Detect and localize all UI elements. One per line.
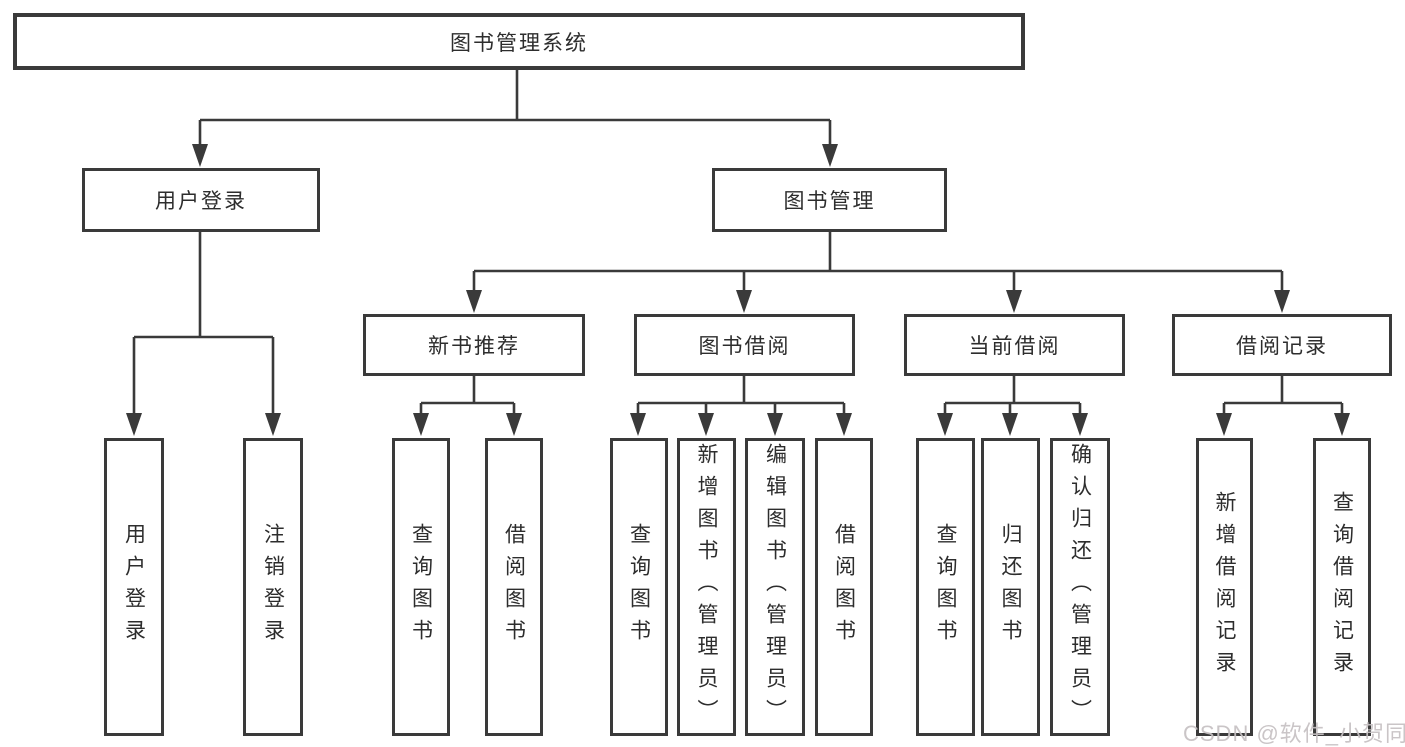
arrowhead [1002, 413, 1018, 436]
leaf-return-book: 归还图书 [981, 438, 1040, 736]
leaf-query-books-2: 查询图书 [610, 438, 668, 736]
arrowhead [698, 413, 714, 436]
leaf-confirm-return-admin: 确认归还（管理员） [1050, 438, 1110, 736]
arrowhead [466, 290, 482, 313]
leaf-query-books-3: 查询图书 [916, 438, 975, 736]
leaf-query-books-1: 查询图书 [392, 438, 450, 736]
node-label: 确认归还（管理员） [1068, 443, 1092, 731]
node-current-borrowing: 当前借阅 [904, 314, 1125, 376]
node-book-management-branch: 图书管理 [712, 168, 947, 232]
arrowhead [265, 413, 281, 436]
node-label: 查询借阅记录 [1330, 491, 1354, 683]
node-label: 借阅图书 [502, 523, 526, 651]
leaf-logout: 注销登录 [243, 438, 303, 736]
leaf-add-borrow-record: 新增借阅记录 [1196, 438, 1253, 736]
node-label: 借阅图书 [832, 523, 856, 651]
node-system-root: 图书管理系统 [13, 13, 1025, 70]
arrowhead [1072, 413, 1088, 436]
leaf-borrow-books-1: 借阅图书 [485, 438, 543, 736]
node-new-book-recommend: 新书推荐 [363, 314, 585, 376]
node-label: 查询图书 [627, 523, 651, 651]
arrowhead [736, 290, 752, 313]
arrowhead [506, 413, 522, 436]
arrowhead [126, 413, 142, 436]
arrowhead [1216, 413, 1232, 436]
node-label: 图书管理 [783, 190, 876, 213]
node-label: 新书推荐 [428, 335, 520, 358]
arrowhead [822, 144, 838, 167]
node-label: 用户登录 [155, 190, 247, 213]
csdn-watermark: CSDN @软件_小贺同学 [1183, 721, 1405, 746]
leaf-query-borrow-record: 查询借阅记录 [1313, 438, 1371, 736]
arrowhead [192, 144, 208, 167]
node-label: 归还图书 [999, 523, 1022, 651]
leaf-add-book-admin: 新增图书（管理员） [677, 438, 736, 736]
arrowhead [1006, 290, 1022, 313]
arrowhead [630, 413, 646, 436]
arrowhead [937, 413, 953, 436]
node-label: 编辑图书（管理员） [763, 443, 787, 731]
node-label: 当前借阅 [968, 335, 1061, 358]
leaf-user-login: 用户登录 [104, 438, 164, 736]
node-label: 查询图书 [409, 523, 433, 651]
node-label: 注销登录 [261, 523, 285, 651]
arrowhead [767, 413, 783, 436]
node-book-borrowing: 图书借阅 [634, 314, 855, 376]
arrowhead [1334, 413, 1350, 436]
arrowhead [1274, 290, 1290, 313]
leaf-borrow-books-2: 借阅图书 [815, 438, 873, 736]
leaf-edit-book-admin: 编辑图书（管理员） [745, 438, 805, 736]
node-label: 图书借阅 [698, 335, 791, 358]
node-label: 查询图书 [934, 523, 957, 651]
node-user-login-branch: 用户登录 [82, 168, 320, 232]
node-label: 新增借阅记录 [1213, 491, 1236, 683]
node-label: 图书管理系统 [450, 31, 588, 55]
arrowhead [836, 413, 852, 436]
node-label: 用户登录 [122, 523, 146, 651]
arrowhead [413, 413, 429, 436]
node-label: 新增图书（管理员） [695, 443, 718, 731]
node-label: 借阅记录 [1236, 335, 1328, 358]
node-borrowing-records: 借阅记录 [1172, 314, 1392, 376]
